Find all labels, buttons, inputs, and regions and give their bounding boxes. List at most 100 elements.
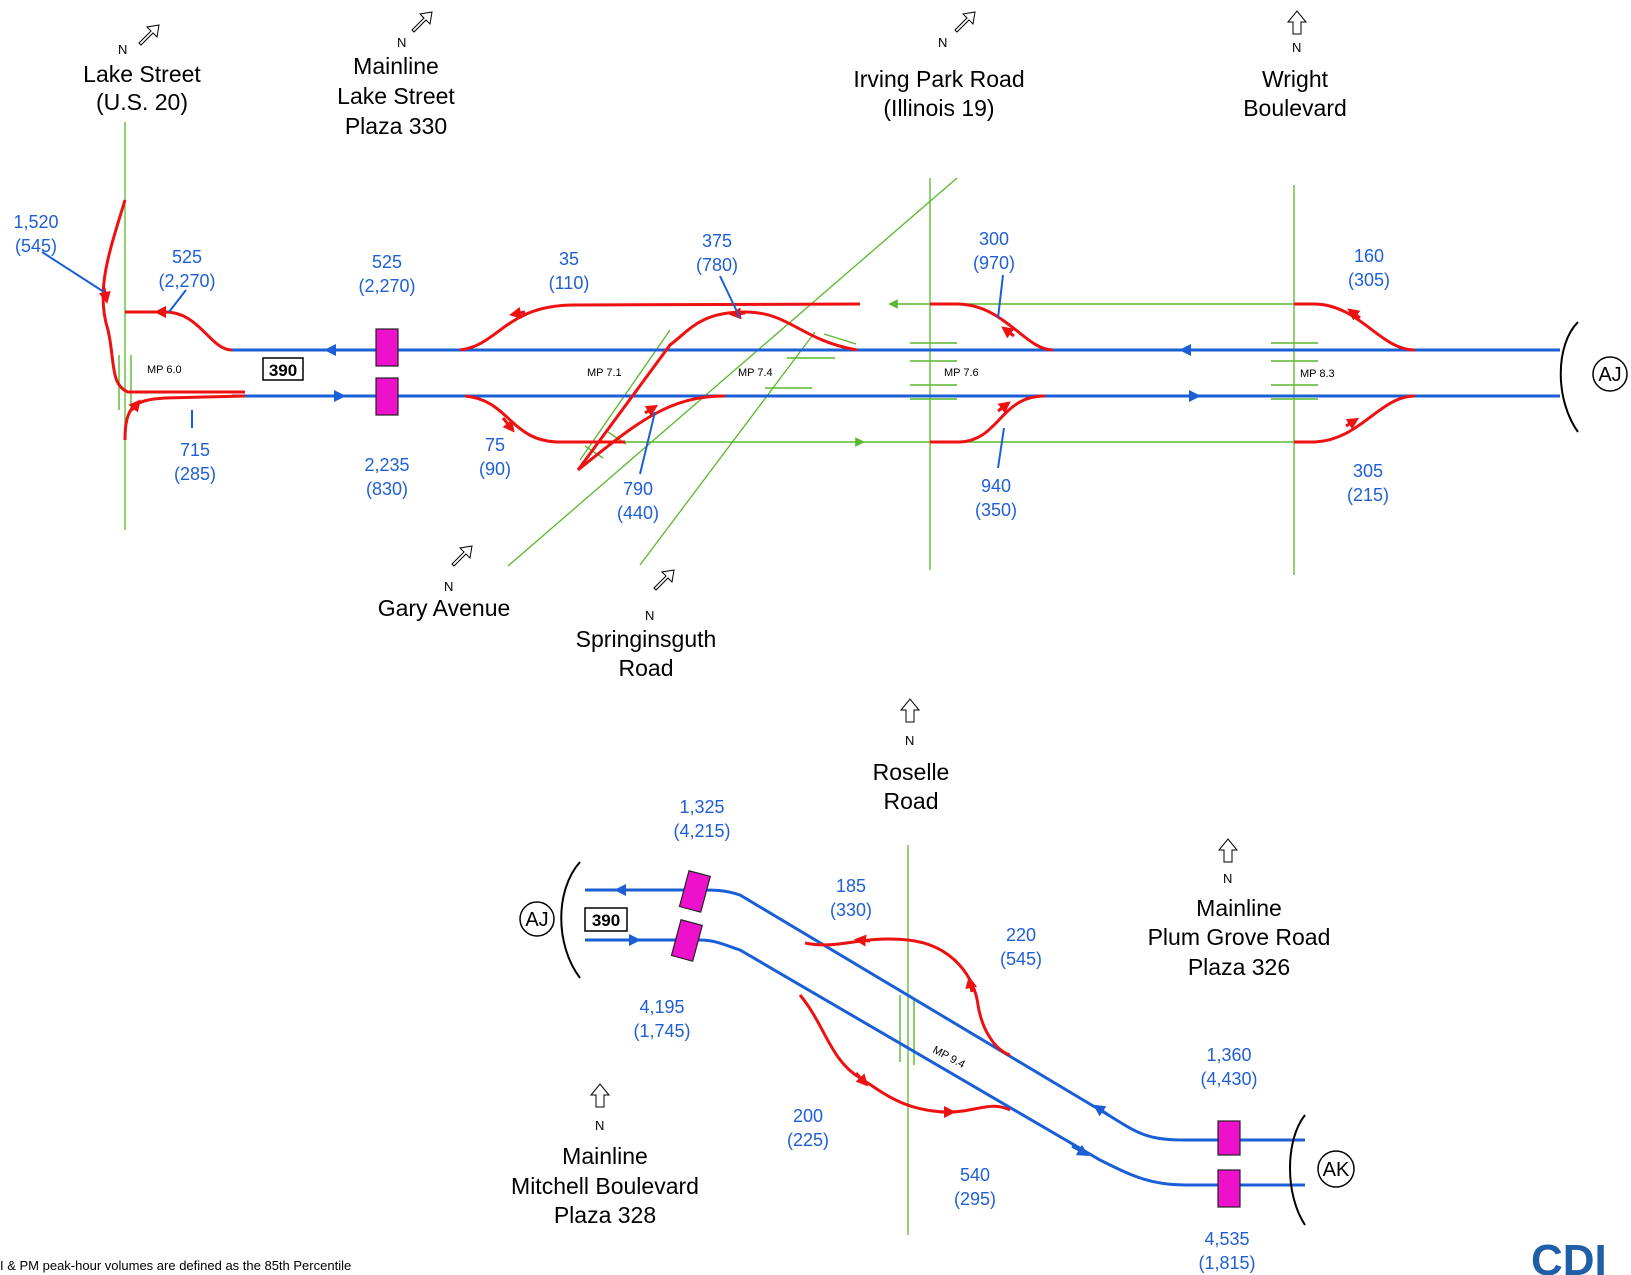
svg-text:(90): (90) <box>479 459 511 479</box>
svg-text:200: 200 <box>793 1106 823 1126</box>
svg-text:Wright: Wright <box>1262 66 1329 92</box>
location-labels: Lake Street (U.S. 20) Mainline Lake Stre… <box>83 53 1347 1228</box>
mp-9-4: MP 9.4 <box>931 1044 967 1071</box>
svg-text:35: 35 <box>559 249 579 269</box>
north-arrows: N N N N N N N N N <box>118 10 1308 1133</box>
svg-text:305: 305 <box>1353 461 1383 481</box>
svg-text:390: 390 <box>269 361 297 380</box>
svg-text:(350): (350) <box>975 500 1017 520</box>
svg-text:Plaza 328: Plaza 328 <box>554 1202 656 1228</box>
svg-text:(4,430): (4,430) <box>1200 1069 1257 1089</box>
lake-street-label-1: Lake Street <box>83 61 201 87</box>
svg-text:375: 375 <box>702 231 732 251</box>
svg-text:4,535: 4,535 <box>1204 1229 1249 1249</box>
ramps-bottom <box>798 934 1011 1118</box>
svg-text:1,520: 1,520 <box>13 212 58 232</box>
mp-7-6: MP 7.6 <box>944 367 979 379</box>
svg-text:(4,215): (4,215) <box>673 821 730 841</box>
irving-park-diagonal <box>507 177 958 567</box>
north-arrow-icon <box>899 698 921 723</box>
svg-text:N: N <box>397 35 406 50</box>
toll-plaza-mitchell <box>670 870 712 962</box>
svg-text:Road: Road <box>884 788 939 814</box>
mp-6-0: MP 6.0 <box>147 364 182 376</box>
svg-text:Lake Street: Lake Street <box>337 83 455 109</box>
svg-text:300: 300 <box>979 229 1009 249</box>
svg-text:CDI: CDI <box>1531 1236 1607 1275</box>
svg-text:1,325: 1,325 <box>679 797 724 817</box>
north-arrow-icon <box>954 11 976 33</box>
svg-text:(305): (305) <box>1348 270 1390 290</box>
bridge-ticks <box>118 333 1318 1065</box>
svg-text:(1,745): (1,745) <box>633 1021 690 1041</box>
svg-text:(830): (830) <box>366 479 408 499</box>
svg-text:N: N <box>1292 40 1301 55</box>
svg-text:390: 390 <box>592 911 620 930</box>
mainline-bottom <box>585 884 1305 1187</box>
svg-text:160: 160 <box>1354 246 1384 266</box>
svg-text:(225): (225) <box>787 1130 829 1150</box>
svg-text:Plaza 326: Plaza 326 <box>1188 954 1290 980</box>
north-arrow-icon <box>589 1083 611 1108</box>
svg-text:715: 715 <box>180 440 210 460</box>
svg-text:(970): (970) <box>973 253 1015 273</box>
route-shield-bottom: 390 <box>584 907 628 932</box>
svg-text:N: N <box>118 42 127 57</box>
volume-labels: 1,520 (545) 525 (2,270) 525 (2,270) 35 (… <box>13 212 1390 1273</box>
svg-text:Gary Avenue: Gary Avenue <box>378 595 511 621</box>
svg-text:Mitchell Boulevard: Mitchell Boulevard <box>511 1173 699 1199</box>
svg-text:Springinsguth: Springinsguth <box>576 626 717 652</box>
svg-text:N: N <box>444 579 453 594</box>
route-shield-top: 390 <box>262 357 304 381</box>
svg-text:AJ: AJ <box>525 909 548 931</box>
svg-text:AK: AK <box>1323 1159 1350 1181</box>
svg-text:Plaza 330: Plaza 330 <box>345 113 447 139</box>
svg-text:(215): (215) <box>1347 485 1389 505</box>
svg-text:(1,815): (1,815) <box>1198 1253 1255 1273</box>
lake-street-label-2: (U.S. 20) <box>96 89 188 115</box>
toll-plaza-lake-street <box>375 328 399 416</box>
svg-text:(110): (110) <box>549 273 590 293</box>
svg-text:N: N <box>595 1118 604 1133</box>
svg-text:525: 525 <box>372 252 402 272</box>
springinsguth-road <box>639 331 816 566</box>
mainline-top <box>232 344 1560 402</box>
north-arrow-icon <box>411 11 433 33</box>
svg-text:940: 940 <box>981 476 1011 496</box>
svg-text:(780): (780) <box>696 255 738 275</box>
svg-text:N: N <box>905 733 914 748</box>
svg-text:Roselle: Roselle <box>873 759 950 785</box>
svg-text:(Illinois 19): (Illinois 19) <box>883 95 994 121</box>
svg-text:AJ: AJ <box>1598 364 1621 386</box>
svg-text:Plum Grove Road: Plum Grove Road <box>1148 924 1331 950</box>
north-arrow-icon <box>653 569 675 591</box>
svg-text:525: 525 <box>172 247 202 267</box>
svg-text:Mainline: Mainline <box>562 1143 648 1169</box>
svg-text:Mainline: Mainline <box>1196 895 1282 921</box>
svg-text:Road: Road <box>619 655 674 681</box>
svg-text:(2,270): (2,270) <box>158 271 215 291</box>
svg-text:Irving Park Road: Irving Park Road <box>853 66 1024 92</box>
svg-text:(295): (295) <box>954 1189 996 1209</box>
svg-text:(545): (545) <box>1000 949 1042 969</box>
svg-text:220: 220 <box>1006 925 1036 945</box>
crossroads <box>124 122 1295 1235</box>
footnote: I & PM peak-hour volumes are defined as … <box>0 1258 351 1273</box>
svg-text:(2,270): (2,270) <box>358 276 415 296</box>
connector-ak: AK <box>1289 1114 1355 1226</box>
connector-aj-bottom: AJ <box>519 861 581 979</box>
svg-text:75: 75 <box>485 435 505 455</box>
mp-8-3: MP 8.3 <box>1300 368 1335 380</box>
mainline-bottom-westbound <box>585 888 1305 1142</box>
north-arrow-icon <box>138 24 160 46</box>
mainline-bottom-eastbound <box>585 938 1305 1187</box>
svg-text:540: 540 <box>960 1165 990 1185</box>
ramps-top <box>98 199 1416 472</box>
north-arrow-icon <box>1286 10 1308 35</box>
svg-text:1,360: 1,360 <box>1206 1045 1251 1065</box>
toll-plaza-plum-grove <box>1217 1120 1241 1208</box>
north-arrow-icon <box>451 545 473 567</box>
svg-text:Boulevard: Boulevard <box>1243 95 1347 121</box>
mp-7-4: MP 7.4 <box>738 367 773 379</box>
